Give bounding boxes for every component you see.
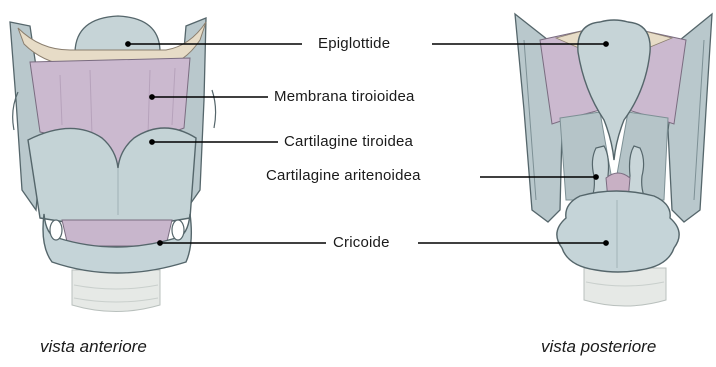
anterior-larynx [10,16,216,312]
posterior-larynx [515,14,712,306]
label-cricoide: Cricoide [333,234,390,251]
label-cartilagine-aritenoidea: Cartilagine aritenoidea [266,167,421,184]
anterior-trachea [72,270,160,312]
anterior-epiglottis [75,16,160,52]
posterior-cricoid [557,191,679,272]
posterior-trachea [584,268,666,306]
label-epiglottide: Epiglottide [318,35,390,52]
label-cartilagine-tiroidea: Cartilagine tiroidea [284,133,413,150]
caption-vista-anteriore: vista anteriore [40,337,147,357]
caption-vista-posteriore: vista posteriore [541,337,656,357]
label-membrana-tiroioidea: Membrana tiroioidea [274,88,415,105]
